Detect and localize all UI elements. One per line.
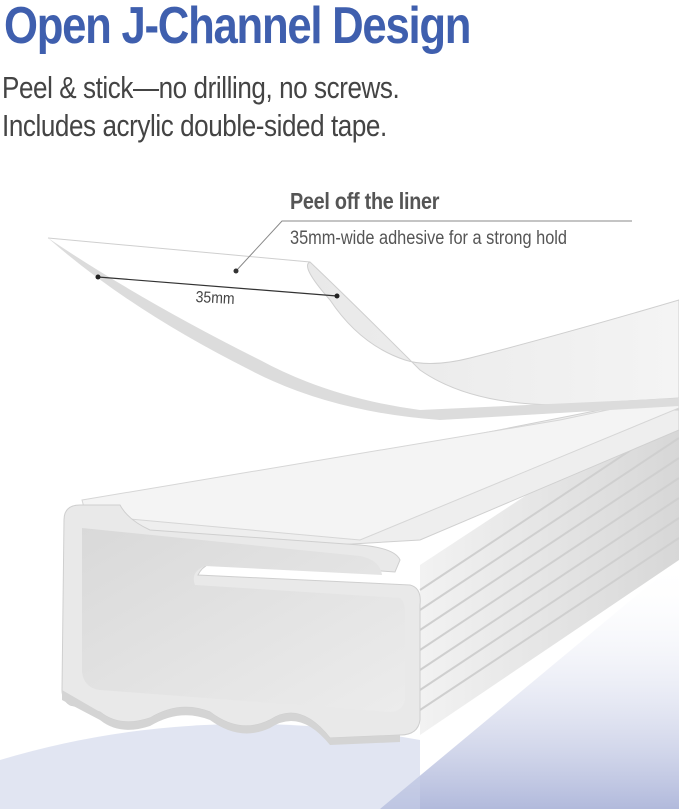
liner-underside bbox=[48, 238, 679, 420]
page-headline: Open J-Channel Design bbox=[4, 0, 471, 55]
dimension-line bbox=[97, 276, 338, 297]
floor-shadow bbox=[380, 560, 679, 809]
subheadline-line-1: Peel & stick—no drilling, no screws. bbox=[2, 70, 400, 105]
channel-bottom-edge bbox=[62, 690, 400, 745]
channel-hollow bbox=[82, 528, 405, 712]
peeled-liner bbox=[47, 237, 679, 406]
floor-shadow-left bbox=[0, 724, 420, 809]
callout-leader-line bbox=[235, 220, 632, 272]
subheadline-line-2: Includes acrylic double-sided tape. bbox=[2, 108, 387, 143]
dimension-end-left bbox=[95, 274, 101, 280]
dimension-end-right bbox=[334, 293, 340, 299]
callout-dot bbox=[233, 268, 239, 274]
callout-title: Peel off the liner bbox=[290, 188, 440, 214]
dimension-label: 35mm bbox=[195, 289, 236, 309]
callout-description: 35mm-wide adhesive for a strong hold bbox=[290, 228, 568, 249]
